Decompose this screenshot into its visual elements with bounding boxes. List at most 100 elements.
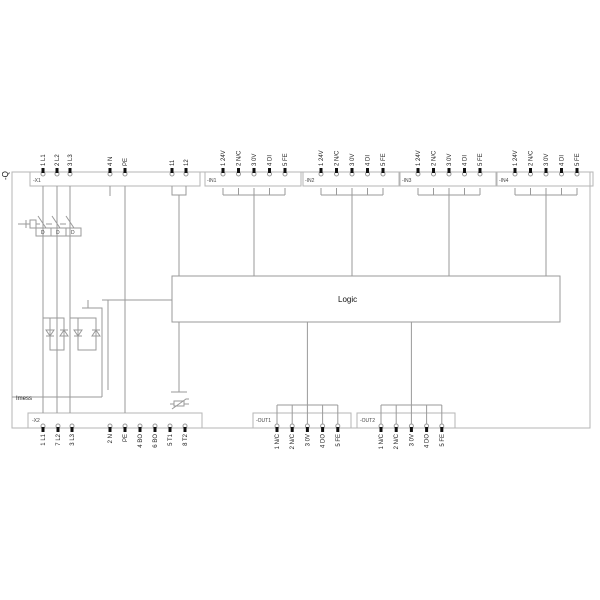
- terminal-label: 3 0V: [409, 434, 415, 446]
- input-terminal: 4 DI: [462, 155, 469, 177]
- terminal-label: 3 0V: [305, 434, 311, 446]
- input-terminal: 2 N/C: [334, 150, 341, 177]
- input-label: -IN2: [305, 178, 315, 184]
- device-frame: [11, 171, 591, 429]
- terminal-label: 1 L1: [41, 154, 47, 166]
- terminal-label: 5 FE: [381, 153, 387, 166]
- terminal-label: 3 L3: [70, 433, 76, 445]
- x2-terminal: 2 N: [107, 423, 114, 443]
- x2-terminal: 8 T2: [182, 423, 189, 446]
- imess-label: Imess: [16, 396, 32, 402]
- terminal-label: 1 24V: [221, 150, 227, 166]
- terminal-label: 5 FE: [336, 434, 342, 447]
- terminal-label: 4 N: [108, 157, 114, 166]
- input-block-2: -IN2 1 24V 2 N/C 3 0V 4 DI 5 FE: [302, 150, 400, 276]
- terminal-label: 3 0V: [350, 154, 356, 166]
- x1-terminal: PE: [122, 158, 129, 177]
- input-terminal: 3 0V: [349, 154, 356, 177]
- output-terminal: 3 0V: [304, 423, 311, 446]
- x1-label: -X1: [33, 178, 41, 184]
- terminal-label: 5 FE: [575, 153, 581, 166]
- terminal-label: 1 24V: [319, 150, 325, 166]
- terminal-label: PE: [123, 434, 129, 442]
- output-terminal: 5 FE: [439, 423, 446, 447]
- input-label: -IN4: [499, 178, 509, 184]
- terminal-label: 4 DI: [366, 155, 372, 166]
- input-terminal: 4 DI: [365, 155, 372, 177]
- input-terminal: 3 0V: [251, 154, 258, 177]
- terminal-label: 6 BO: [153, 434, 159, 448]
- diode-bridge: [43, 300, 103, 397]
- terminal-label: 12: [184, 159, 190, 166]
- output-label: -OUT1: [256, 418, 271, 424]
- power-lines: [42, 186, 187, 413]
- input-block-4: -IN4 1 24V 2 N/C 3 0V 4 DI 5 FE: [496, 150, 594, 276]
- contactor-label-1: D: [41, 230, 45, 236]
- input-terminal: 2 N/C: [528, 150, 535, 177]
- thermistor-symbol: [170, 398, 189, 410]
- input-terminal: 1 24V: [318, 150, 325, 177]
- x2-terminal: 3 L3: [69, 423, 76, 446]
- x2-terminal: PE: [122, 423, 129, 442]
- terminal-label: 8 T2: [183, 433, 189, 446]
- input-terminal: 2 N/C: [431, 150, 438, 177]
- input-terminal: 1 24V: [512, 150, 519, 177]
- x1-terminal: 1 L1: [40, 154, 47, 177]
- input-label: -IN1: [207, 178, 217, 184]
- input-terminal: 3 0V: [446, 154, 453, 177]
- input-terminal: 2 N/C: [236, 150, 243, 177]
- input-terminal: 5 FE: [282, 153, 289, 177]
- terminal-label: 11: [170, 159, 176, 166]
- terminal-label: 1 L1: [41, 433, 47, 445]
- contactor-symbol: D D D: [18, 215, 82, 237]
- terminal-label: 3 0V: [252, 154, 258, 166]
- terminal-label: 3 0V: [544, 154, 550, 166]
- terminal-label: 4 DI: [463, 155, 469, 166]
- x1-block: [29, 171, 201, 187]
- terminal-label: 2 N/C: [394, 433, 400, 449]
- contactor-label-3: D: [71, 230, 75, 236]
- terminal-label: 5 FE: [283, 153, 289, 166]
- input-terminal: 3 0V: [543, 154, 550, 177]
- x2-terminal: 4 BO: [137, 423, 144, 448]
- x2-label: -X2: [32, 418, 40, 424]
- terminal-label: 1 24V: [513, 150, 519, 166]
- x2-terminal: 7 L2: [55, 423, 62, 446]
- terminal-label: 3 L3: [68, 154, 74, 166]
- output-terminal: 3 0V: [408, 423, 415, 446]
- output-terminal: 5 FE: [335, 423, 342, 447]
- input-block-1: -IN1 1 24V 2 N/C 3 0V 4 DI 5 FE: [204, 150, 302, 276]
- x2-terminal: 5 T1: [167, 423, 174, 446]
- device-label: -Q: [1, 171, 10, 180]
- logic-block: [171, 275, 561, 323]
- terminal-label: 4 BO: [138, 434, 144, 448]
- terminal-label: 2 N/C: [290, 433, 296, 449]
- terminal-label: 5 FE: [478, 153, 484, 166]
- x2-terminal: 6 BO: [152, 423, 159, 448]
- contactor-label-2: D: [56, 230, 60, 236]
- terminal-label: 5 FE: [440, 434, 446, 447]
- terminal-label: 2 N: [108, 434, 114, 443]
- x1-terminal: 3 L3: [67, 154, 74, 177]
- x2-terminal: 1 L1: [40, 423, 47, 446]
- terminal-label: 2 N/C: [335, 150, 341, 166]
- imess-line: [12, 299, 172, 398]
- input-terminal: 1 24V: [220, 150, 227, 177]
- x1-terminal: 12: [183, 159, 190, 177]
- terminal-label: 7 L2: [56, 433, 62, 445]
- x1-terminal: 2 L2: [54, 154, 61, 177]
- terminal-label: 3 0V: [447, 154, 453, 166]
- x1-terminal: 4 N: [107, 157, 114, 177]
- terminal-label: 2 L2: [55, 154, 61, 166]
- input-terminal: 4 DI: [559, 155, 566, 177]
- x1-terminal: 11: [169, 159, 176, 177]
- terminal-label: 4 DI: [268, 155, 274, 166]
- input-label: -IN3: [402, 178, 412, 184]
- logic-label: Logic: [338, 295, 357, 304]
- x2-block: [27, 412, 203, 429]
- terminal-label: 2 N/C: [237, 150, 243, 166]
- terminal-label: 4 DO: [321, 434, 327, 448]
- input-terminal: 5 FE: [477, 153, 484, 177]
